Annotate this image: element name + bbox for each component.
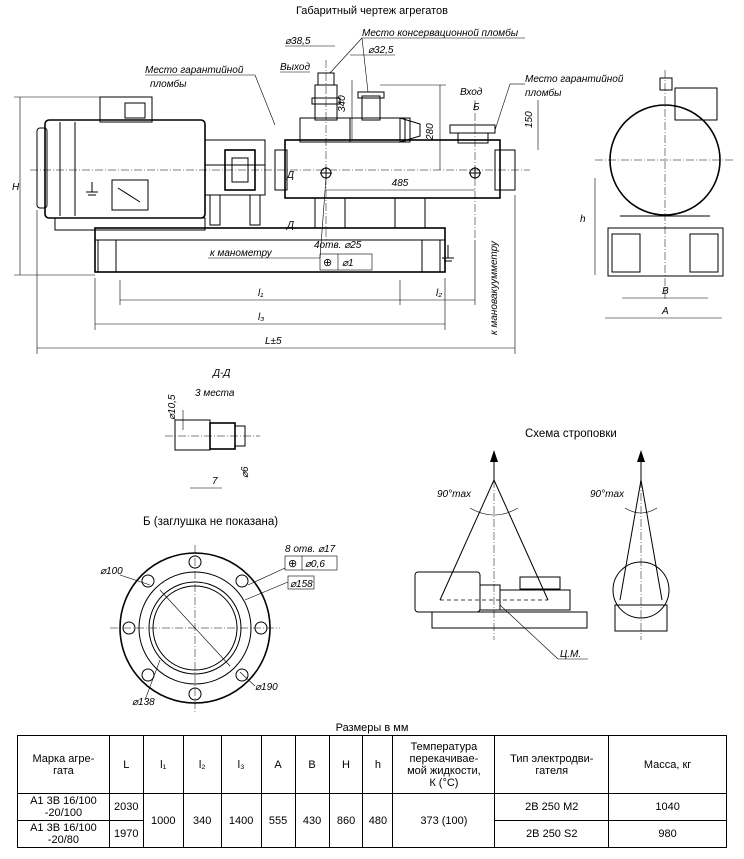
rigging-scheme: Схема строповки 90°max Ц.М. 90°max xyxy=(414,428,670,660)
label-holes-4: 4отв. ⌀25 xyxy=(314,240,362,251)
dim-h: h xyxy=(580,214,586,225)
section-dd-note: 3 места xyxy=(195,388,235,399)
dim-A: A xyxy=(661,306,669,317)
dim-d100: ⌀100 xyxy=(100,566,123,577)
drawing-canvas: Габаритный чертеж агрегатов xyxy=(12,5,735,734)
dim-150: 150 xyxy=(524,111,535,128)
header-B: B xyxy=(294,735,330,794)
label-inlet: Вход xyxy=(460,87,483,98)
label-cm: Ц.М. xyxy=(560,649,581,660)
header-l1: l₁ xyxy=(142,735,184,794)
dim-d385: ⌀38,5 xyxy=(285,36,311,47)
tol-8: ⌀0,6 xyxy=(305,559,325,570)
header-H: H xyxy=(328,735,364,794)
dim-d190: ⌀190 xyxy=(255,682,278,693)
view-b: Б (заглушка не показана) ⌀100 8 отв. ⌀17… xyxy=(100,516,338,712)
dim-d325: ⌀32,5 xyxy=(368,45,394,56)
table-row: А1 3В 16/100 -20/80 1970 2В 250 S2 980 xyxy=(17,820,727,848)
dim-B: B xyxy=(662,286,669,297)
cell-A: 555 xyxy=(260,793,296,848)
cell-mass: 980 xyxy=(608,820,727,848)
warranty-left-line2: пломбы xyxy=(150,78,187,90)
dim-d158: ⌀158 xyxy=(290,579,313,590)
label-manometer: к манометру xyxy=(210,248,273,259)
mark-b: Б xyxy=(473,102,480,113)
header-L: L xyxy=(108,735,144,794)
label-manovacuummeter: к мановакуумметру xyxy=(489,240,500,335)
header-motor: Тип электродви- гателя xyxy=(494,735,610,794)
header-temp: Температура перекачивае- мой жидкости, К… xyxy=(392,735,496,794)
section-dd-title: Д-Д xyxy=(212,368,230,379)
mark-d-1: Д xyxy=(286,170,294,181)
front-view xyxy=(30,60,530,273)
main-title: Габаритный чертеж агрегатов xyxy=(296,5,448,17)
front-dimensions: H 340 280 150 485 ⌀38,5 ⌀32,5 l₁ l₂ l₃ xyxy=(12,36,539,354)
label-holes-8: 8 отв. ⌀17 xyxy=(285,544,336,555)
position-symbol-4: ⊕ xyxy=(323,257,332,269)
tol-4: ⌀1 xyxy=(342,258,354,269)
warranty-left-line1: Место гарантийной xyxy=(145,65,244,76)
warranty-right-line1: Место гарантийной xyxy=(525,74,624,85)
front-labels: Выход Вход Б Место консервационной пломб… xyxy=(145,27,626,335)
header-A: A xyxy=(260,735,296,794)
position-symbol-8: ⊕ xyxy=(288,558,297,570)
cell-motor: 2В 250 М2 xyxy=(494,793,610,821)
dim-d6: ⌀6 xyxy=(240,466,251,478)
table-row: А1 3В 16/100 -20/100 2030 1000 340 1400 … xyxy=(17,793,727,848)
dim-340: 340 xyxy=(337,95,348,112)
spec-table-header: Марка агре- гата L l₁ l₂ l₃ A B H h Темп… xyxy=(17,735,727,794)
label-outlet: Выход xyxy=(280,62,310,73)
cell-model: А1 3В 16/100 -20/100 xyxy=(17,793,110,821)
dim-d105: ⌀10,5 xyxy=(167,394,178,420)
dim-L: L±5 xyxy=(265,336,282,347)
table-caption: Размеры в мм xyxy=(336,722,409,734)
cell-temp: 373 (100) xyxy=(392,793,496,848)
cell-L: 2030 xyxy=(108,793,144,821)
side-view: h B A xyxy=(580,70,735,319)
dim-485: 485 xyxy=(392,178,409,189)
header-l3: l₃ xyxy=(220,735,262,794)
header-h: h xyxy=(362,735,394,794)
cell-L: 1970 xyxy=(108,820,144,848)
dim-H: H xyxy=(12,182,20,193)
cell-h: 480 xyxy=(362,793,394,848)
label-conservation-seal: Место консервационной пломбы xyxy=(362,27,519,39)
mark-d-2: Д xyxy=(286,220,294,231)
cell-mass: 1040 xyxy=(608,793,727,821)
angle-side: 90°max xyxy=(590,489,625,500)
header-mass: Масса, кг xyxy=(608,735,727,794)
cell-model: А1 3В 16/100 -20/80 xyxy=(17,820,110,848)
cell-l1: 1000 xyxy=(142,793,184,848)
cell-motor: 2В 250 S2 xyxy=(494,820,610,848)
dim-7: 7 xyxy=(212,476,218,487)
section-dd: Д-Д 3 места ⌀10,5 7 ⌀6 xyxy=(165,368,260,489)
angle-front: 90°max xyxy=(437,489,472,500)
cell-B: 430 xyxy=(294,793,330,848)
label-warranty-right: Место гарантийной пломбы xyxy=(525,74,626,99)
header-model: Марка агре- гата xyxy=(17,735,110,794)
dim-l1: l₁ xyxy=(258,288,263,299)
dim-l3: l₃ xyxy=(258,312,264,323)
view-b-title: Б (заглушка не показана) xyxy=(143,516,278,528)
spec-table: Марка агре- гата L l₁ l₂ l₃ A B H h Темп… xyxy=(17,735,727,848)
dim-l2: l₂ xyxy=(436,288,442,299)
header-l2: l₂ xyxy=(182,735,222,794)
rigging-title: Схема строповки xyxy=(525,428,617,440)
dim-d138: ⌀138 xyxy=(132,697,155,708)
label-warranty-left: Место гарантийной пломбы xyxy=(145,65,246,90)
cell-l3: 1400 xyxy=(220,793,262,848)
cell-H: 860 xyxy=(328,793,364,848)
warranty-right-line2: пломбы xyxy=(525,87,562,99)
dim-280: 280 xyxy=(425,123,436,141)
cell-l2: 340 xyxy=(182,793,222,848)
